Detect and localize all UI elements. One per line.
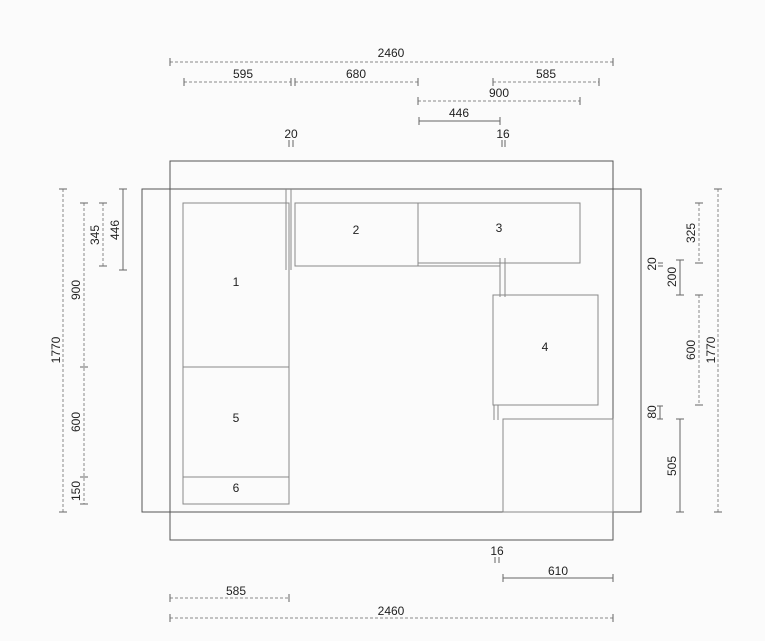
dim-label: 610 bbox=[548, 564, 568, 578]
bottom-dimensions: 16 610 585 2460 bbox=[169, 544, 614, 622]
dim-label: 2460 bbox=[378, 604, 405, 618]
dim-label: 2460 bbox=[378, 46, 405, 60]
cabinet-1: 1 bbox=[182, 189, 292, 368]
counter-block bbox=[502, 418, 614, 513]
cabinet-label: 5 bbox=[233, 411, 240, 425]
cabinet-label: 4 bbox=[542, 340, 549, 354]
dim-label: 900 bbox=[489, 86, 509, 100]
dim-label: 900 bbox=[69, 280, 83, 300]
cabinet-6: 6 bbox=[182, 476, 290, 505]
cabinet-3: 3 bbox=[417, 202, 581, 297]
cabinet-label: 3 bbox=[496, 221, 503, 235]
dim-label: 1770 bbox=[704, 336, 718, 363]
top-dimensions: 2460 595 680 585 900 446 20 16 bbox=[169, 46, 614, 147]
cabinet-4: 4 bbox=[492, 294, 599, 420]
dim-label: 16 bbox=[496, 127, 510, 141]
dim-label: 585 bbox=[536, 67, 556, 81]
cabinet-label: 6 bbox=[233, 481, 240, 495]
dim-label: 600 bbox=[69, 412, 83, 432]
dim-label: 20 bbox=[645, 257, 659, 271]
dim-label: 150 bbox=[69, 481, 83, 501]
dim-label: 16 bbox=[490, 544, 504, 558]
dim-label: 585 bbox=[226, 584, 246, 598]
cabinet-label: 1 bbox=[233, 275, 240, 289]
right-dimensions: 1770 325 20 200 600 80 505 bbox=[645, 188, 722, 513]
room-outline-outer bbox=[169, 160, 614, 541]
dim-label: 345 bbox=[88, 225, 102, 245]
dim-label: 595 bbox=[233, 67, 253, 81]
cabinet-label: 2 bbox=[353, 223, 360, 237]
dim-label: 600 bbox=[684, 340, 698, 360]
dim-label: 680 bbox=[346, 67, 366, 81]
dim-label: 20 bbox=[284, 127, 298, 141]
dim-label: 325 bbox=[684, 223, 698, 243]
cabinet-2: 2 bbox=[294, 202, 419, 267]
dim-label: 1770 bbox=[49, 336, 63, 363]
dim-label: 446 bbox=[449, 106, 469, 120]
left-dimensions: 1770 900 600 150 345 446 bbox=[49, 188, 127, 513]
dim-label: 505 bbox=[665, 456, 679, 476]
dim-label: 80 bbox=[645, 405, 659, 419]
dim-label: 446 bbox=[108, 220, 122, 240]
cabinet-5: 5 bbox=[182, 366, 290, 478]
dim-label: 200 bbox=[665, 267, 679, 287]
room-outline-inner bbox=[141, 188, 642, 513]
